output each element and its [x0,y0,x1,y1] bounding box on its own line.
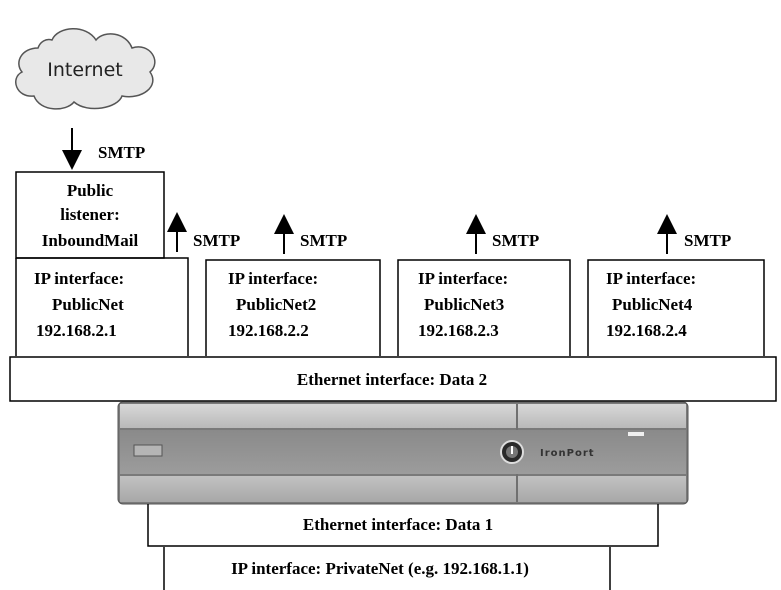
ip-interface-box-publicnet2: IP interface: PublicNet2 192.168.2.2 [205,259,381,356]
public-listener-box: Public listener: InboundMail [15,171,165,259]
ironport-appliance: IronPort [117,401,689,505]
ip-interface-address: 192.168.2.1 [36,321,117,340]
inbound-smtp-label: SMTP [98,143,145,162]
power-button-icon [500,440,524,464]
ip-interface-name: PublicNet4 [612,295,693,314]
ip-interface-title: IP interface: [228,269,318,288]
ip-interface-address: 192.168.2.3 [418,321,499,340]
ip-interface-title: IP interface: [606,269,696,288]
internet-label: Internet [47,59,122,81]
ip-interface-title: IP interface: [418,269,508,288]
internet-cloud: Internet [15,28,156,110]
outbound-smtp-label-2: SMTP [300,231,347,250]
ethernet-data1-label: Ethernet interface: Data 1 [303,515,493,534]
outbound-smtp-label-3: SMTP [492,231,539,250]
ip-interface-title: IP interface: [34,269,124,288]
ip-interface-box-publicnet4: IP interface: PublicNet4 192.168.2.4 [587,259,765,356]
listener-line-2: listener: [60,205,119,224]
ip-interface-box-publicnet3: IP interface: PublicNet3 192.168.2.3 [397,259,571,356]
private-ip-interface-label: IP interface: PrivateNet (e.g. 192.168.1… [231,559,529,578]
ethernet-data2-box: Ethernet interface: Data 2 [9,356,777,402]
ip-interface-address: 192.168.2.4 [606,321,687,340]
ironport-brand-label: IronPort [540,448,595,459]
status-led [628,432,644,436]
ethernet-data2-label: Ethernet interface: Data 2 [297,370,487,389]
private-ip-interface-box: IP interface: PrivateNet (e.g. 192.168.1… [163,547,611,590]
ip-interface-address: 192.168.2.2 [228,321,309,340]
ip-interface-name: PublicNet [52,295,124,314]
outbound-smtp-label-4: SMTP [684,231,731,250]
listener-line-3: InboundMail [42,231,139,250]
outbound-smtp-label-1: SMTP [193,231,240,250]
drive-slot [133,444,163,457]
ip-interface-box-publicnet: IP interface: PublicNet 192.168.2.1 [15,257,189,356]
ethernet-data1-box: Ethernet interface: Data 1 [147,504,659,547]
ip-interface-name: PublicNet3 [424,295,504,314]
ip-interface-name: PublicNet2 [236,295,316,314]
listener-line-1: Public [67,181,114,200]
